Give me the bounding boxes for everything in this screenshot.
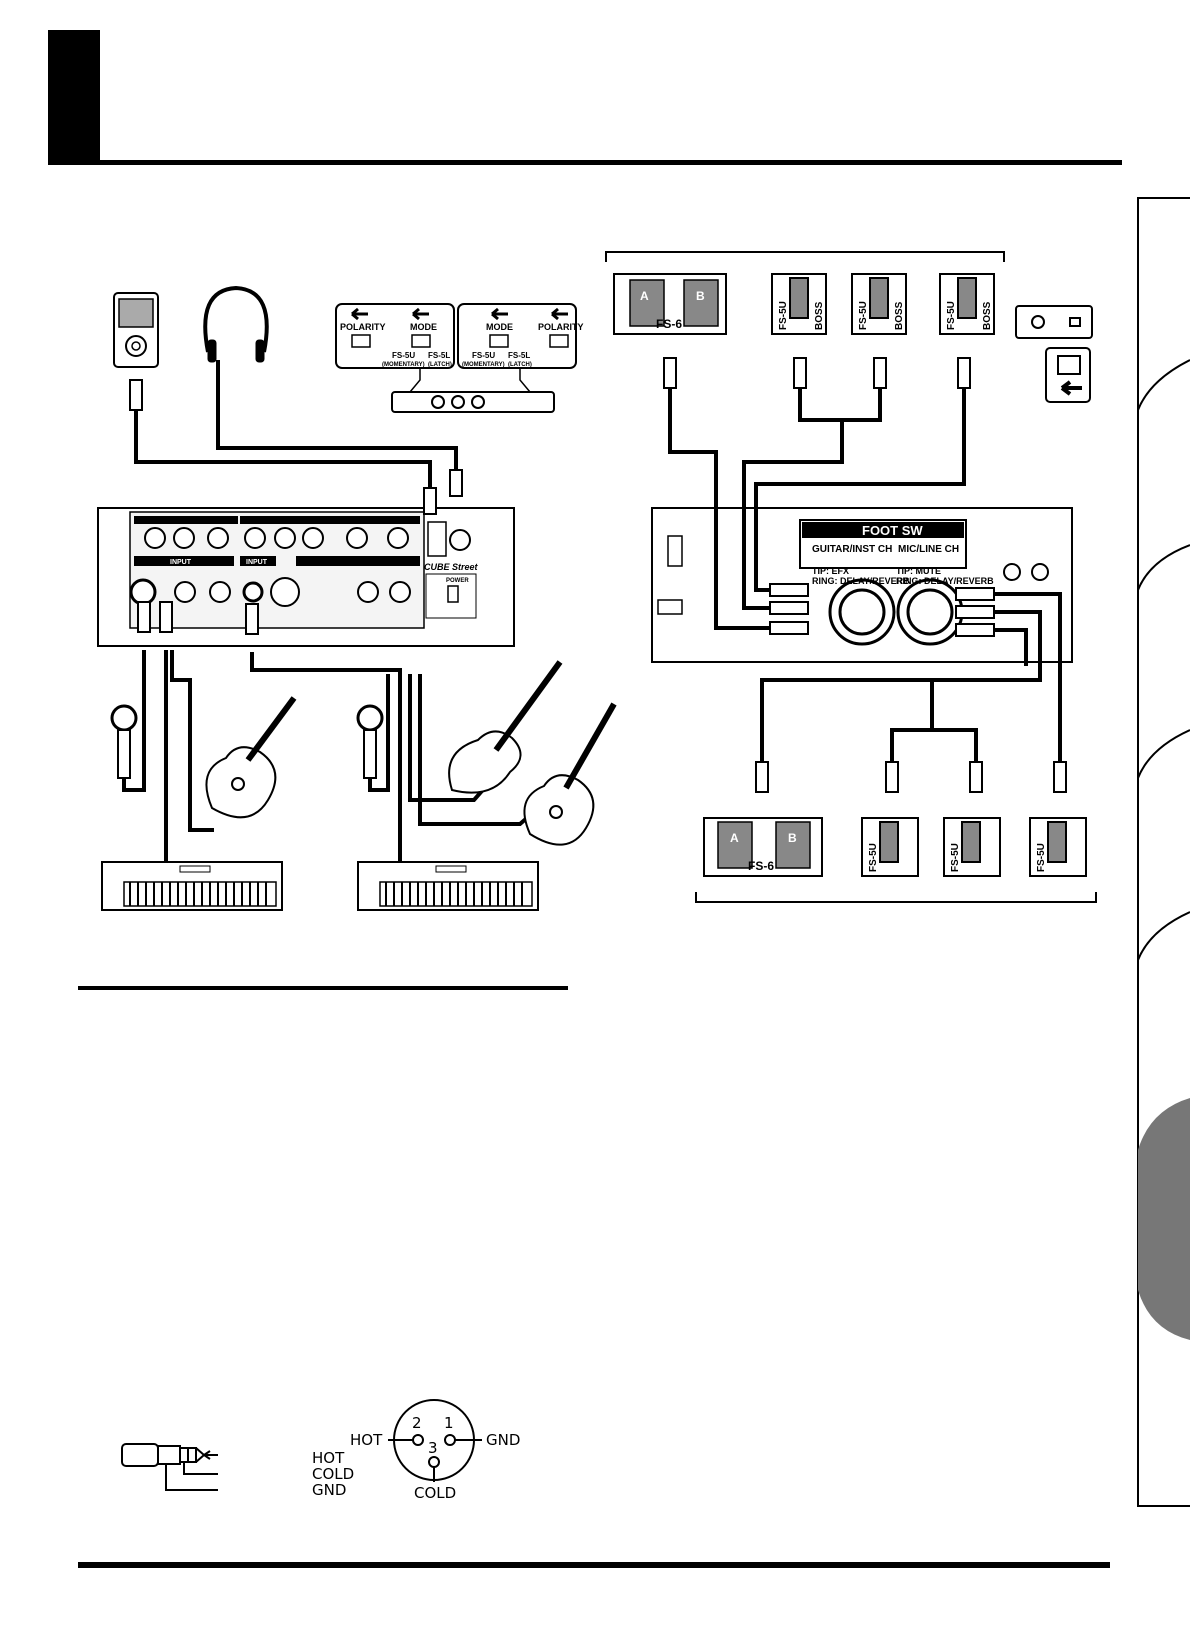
fs6-pedal-bottom [703, 817, 823, 877]
subsection-rule [78, 986, 568, 990]
jack-legend-cold: COLD [312, 1465, 354, 1483]
amp-brand: CUBE Street [424, 562, 479, 572]
right-cables [668, 380, 1062, 770]
switch-fs5l-sub-right: (LATCH) [508, 362, 532, 368]
rear-tip-right: TIP: MUTE [896, 566, 941, 576]
section-marker-block [48, 30, 100, 162]
right-plugs [663, 357, 1067, 793]
fs5u-pedals-bottom [861, 817, 1087, 877]
keyboard-icon-2 [357, 861, 539, 911]
fs5u-bottom-3: FS-5U [1036, 843, 1047, 872]
fs6-bottom-name: FS-6 [748, 859, 774, 873]
microphone-icon [110, 704, 138, 779]
fs5u-top-1: FS-5U [778, 301, 789, 330]
microphone-icon-2 [356, 704, 384, 779]
fs5u-bottom-2: FS-5U [950, 843, 961, 872]
rear-ch-left: GUITAR/INST CH [812, 544, 892, 555]
amp-input-right: INPUT [246, 559, 268, 566]
headphones-icon [203, 285, 269, 363]
rear-ch-right: MIC/LINE CH [898, 544, 959, 555]
xlr-pin3: 3 [428, 1439, 438, 1457]
music-player-icon [113, 292, 159, 368]
side-tabs [1137, 197, 1190, 1507]
switch-fs5u-sub-right: (MOMENTARY) [462, 362, 505, 368]
rear-footsw-header: FOOT SW [862, 523, 923, 538]
xlr-hot-label: HOT [350, 1431, 383, 1449]
rear-ring-left: RING: DELAY/REVERB [812, 576, 910, 586]
switch-fs5u-left: FS-5U [392, 351, 415, 360]
xlr-pin2: 2 [412, 1414, 422, 1432]
fs6-top-name: FS-6 [656, 317, 682, 331]
rear-tip-left: TIP: EFX [812, 566, 849, 576]
switch-detail [1015, 305, 1093, 403]
electric-guitar-icon [448, 660, 563, 794]
fs5u-bottom-1: FS-5U [868, 843, 879, 872]
switch-fs5u-right: FS-5U [472, 351, 495, 360]
amp-input-left: INPUT [170, 559, 192, 566]
switch-fs5l-sub-left: (LATCH) [428, 362, 452, 368]
switch-fs5u-sub-left: (MOMENTARY) [382, 362, 425, 368]
switch-polarity-right: POLARITY [538, 322, 584, 332]
rear-ring-right: RING: DELAY/REVERB [896, 576, 994, 586]
active-side-tab[interactable] [1138, 1098, 1190, 1340]
xlr-pin1: 1 [444, 1414, 454, 1432]
boss-logo-1: BOSS [814, 301, 825, 330]
boss-logo-2: BOSS [894, 301, 905, 330]
fs6-top-a: A [640, 289, 649, 303]
fs6-bottom-a: A [730, 831, 739, 845]
switch-fs5l-left: FS-5L [428, 351, 450, 360]
foot-switch-settings-box [335, 303, 577, 413]
fs6-pedal-top [613, 273, 727, 335]
acoustic-guitar-icon-2 [523, 702, 617, 846]
rear-panel [651, 507, 1073, 663]
header-rule [48, 160, 1122, 165]
fs6-bottom-b: B [788, 831, 797, 845]
amp-power-label: POWER [446, 578, 469, 584]
fs6-top-b: B [696, 289, 705, 303]
boss-logo-3: BOSS [982, 301, 993, 330]
bottom-pedal-bracket [695, 892, 1097, 903]
xlr-gnd-label: GND [486, 1431, 520, 1449]
jack-legend-gnd: GND [312, 1481, 346, 1499]
amp-plugs [129, 379, 463, 635]
footer-rule [78, 1562, 1110, 1568]
switch-mode-left: MODE [410, 322, 437, 332]
fs5u-pedals-top [771, 273, 995, 335]
switch-polarity-left: POLARITY [340, 322, 386, 332]
jack-legend-hot: HOT [312, 1449, 345, 1467]
xlr-cold-label: COLD [414, 1484, 456, 1502]
switch-mode-right: MODE [486, 322, 513, 332]
keyboard-icon [101, 861, 283, 911]
phone-plug-diagram [121, 1443, 218, 1491]
top-pedal-bracket [605, 251, 1005, 262]
acoustic-guitar-icon [205, 696, 297, 819]
fs5u-top-2: FS-5U [858, 301, 869, 330]
fs5u-top-3: FS-5U [946, 301, 957, 330]
switch-fs5l-right: FS-5L [508, 351, 530, 360]
xlr-connector-diagram [388, 1399, 482, 1482]
